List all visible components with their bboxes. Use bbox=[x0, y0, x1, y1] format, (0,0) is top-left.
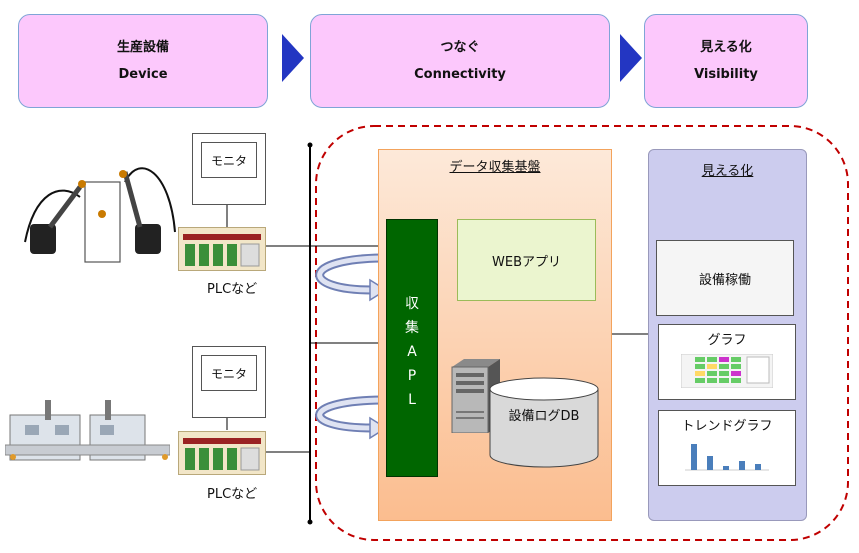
stage-device: 生産設備 Device bbox=[18, 14, 268, 108]
plc-bottom-label: PLCなど bbox=[207, 487, 258, 502]
stage-device-title: 生産設備 bbox=[116, 40, 169, 55]
bar-chart-thumbnail bbox=[685, 444, 769, 471]
stage-visibility-title: 見える化 bbox=[700, 40, 752, 55]
trend-graph-card-label: トレンドグラフ bbox=[681, 419, 773, 434]
plc-bottom-icon bbox=[178, 431, 266, 475]
stage-connectivity: つなぐ Connectivity bbox=[310, 14, 610, 108]
collector-app: 収 集 A P L bbox=[386, 219, 438, 477]
collect-arrow-icon bbox=[315, 253, 388, 302]
plc-top-icon bbox=[178, 227, 266, 271]
plc-top-label: PLCなど bbox=[207, 282, 258, 297]
database-label: 設備ログDB bbox=[508, 409, 580, 424]
collector-char: L bbox=[408, 392, 416, 408]
monitor-top: モニタ bbox=[192, 133, 266, 205]
graph-card-label: グラフ bbox=[707, 333, 747, 348]
web-app-label: WEBアプリ bbox=[492, 254, 561, 270]
stage-visibility: 見える化 Visibility bbox=[644, 14, 808, 108]
stage-device-subtitle: Device bbox=[118, 67, 168, 82]
arrow-right-icon bbox=[282, 34, 304, 82]
collector-char: P bbox=[407, 368, 417, 384]
monitor-top-label: モニタ bbox=[201, 142, 257, 178]
robot-arm-icon bbox=[24, 167, 176, 263]
collector-char: A bbox=[407, 344, 417, 360]
database-icon bbox=[489, 377, 599, 468]
data-platform-title: データ収集基盤 bbox=[449, 160, 541, 175]
stage-connectivity-title: つなぐ bbox=[440, 40, 480, 55]
collect-arrow-icon bbox=[315, 395, 388, 440]
web-app: WEBアプリ bbox=[457, 219, 596, 301]
operation-card: 設備稼働 bbox=[656, 240, 794, 316]
graph-card: グラフ bbox=[658, 324, 796, 400]
stage-visibility-subtitle: Visibility bbox=[694, 67, 758, 82]
visibility-panel-title: 見える化 bbox=[701, 164, 754, 179]
operation-card-label: 設備稼働 bbox=[698, 272, 751, 288]
table-chart-thumbnail bbox=[681, 354, 773, 388]
collector-char: 集 bbox=[405, 320, 419, 336]
connectivity-region bbox=[315, 125, 849, 541]
trend-graph-card: トレンドグラフ bbox=[658, 410, 796, 486]
monitor-bottom-label: モニタ bbox=[201, 355, 257, 391]
collector-char: 収 bbox=[405, 296, 419, 312]
stage-connectivity-subtitle: Connectivity bbox=[414, 67, 506, 82]
arrow-right-icon bbox=[620, 34, 642, 82]
production-line-icon bbox=[5, 400, 170, 461]
monitor-bottom: モニタ bbox=[192, 346, 266, 418]
